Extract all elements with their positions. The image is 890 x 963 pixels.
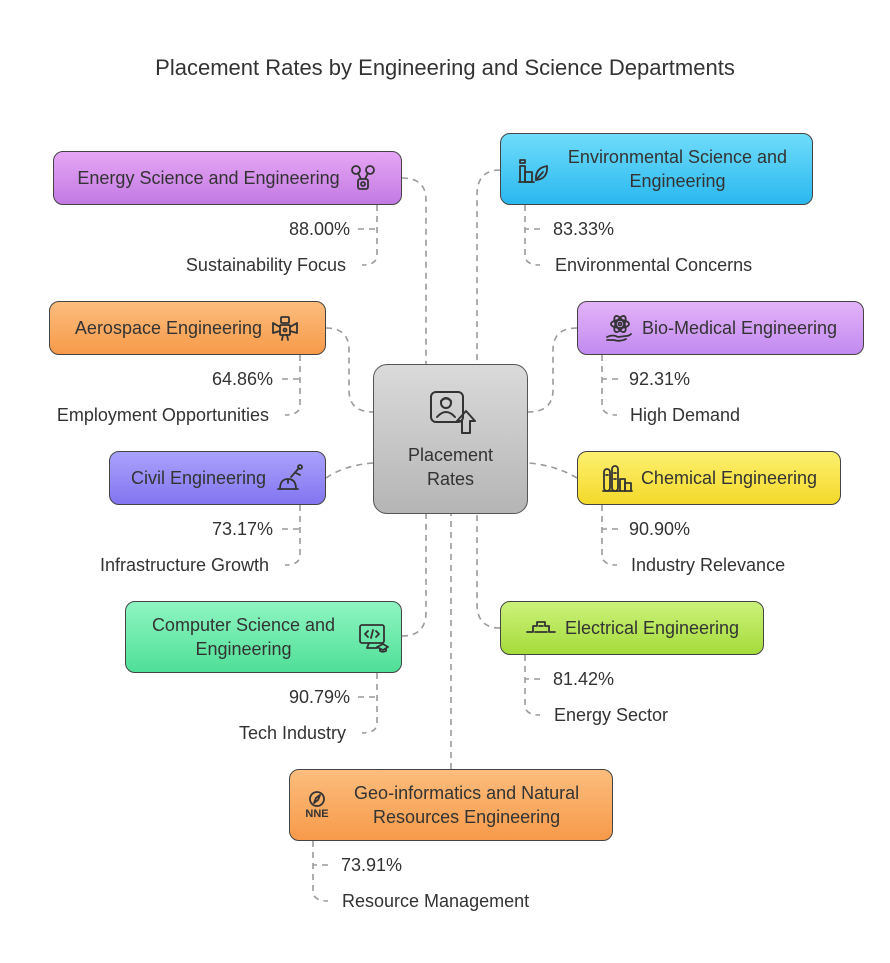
dept-rate: 92.31% — [629, 369, 691, 389]
dept-rate: 90.90% — [629, 519, 691, 539]
nne-icon-text: NNE — [305, 808, 329, 820]
dept-note: Resource Management — [342, 891, 530, 911]
dept-label: Environmental Science and Engineering — [567, 147, 788, 191]
dept-label: Bio-Medical Engineering — [641, 318, 838, 338]
profile-upload-icon — [426, 387, 476, 443]
dept-label: Aerospace Engineering — [74, 318, 263, 338]
dept-environmental-science: Environmental Science and Engineering — [500, 133, 813, 205]
dept-label: Civil Engineering — [130, 468, 267, 488]
dept-label: Electrical Engineering — [564, 618, 740, 638]
dept-label: Geo-informatics and Natural Resources En… — [354, 783, 580, 827]
dept-computer-science: Computer Science and Engineering — [125, 601, 402, 673]
nne-compass-icon: NNE — [305, 790, 329, 820]
satellite-icon — [270, 313, 300, 343]
center-label-line1: Placement — [407, 445, 494, 465]
dept-rate: 90.79% — [288, 687, 350, 707]
dept-note: Employment Opportunities — [56, 405, 269, 425]
code-screen-icon — [357, 621, 389, 653]
dept-rate: 83.33% — [553, 219, 615, 239]
dept-rate: 73.17% — [211, 519, 273, 539]
dept-note: High Demand — [630, 405, 741, 425]
dept-biomedical: Bio-Medical Engineering — [577, 301, 864, 355]
dept-note: Sustainability Focus — [185, 255, 346, 275]
circuit-icon — [525, 616, 557, 640]
dept-rate: 64.86% — [211, 369, 273, 389]
dept-electrical: Electrical Engineering — [500, 601, 764, 655]
center-node: Placement Rates — [373, 364, 528, 514]
crane-helmet-icon — [274, 463, 304, 493]
center-label-line2: Rates — [426, 469, 475, 489]
dept-rate: 73.91% — [341, 855, 403, 875]
atom-hand-icon — [604, 313, 634, 343]
dept-note: Industry Relevance — [631, 555, 786, 575]
dept-note: Environmental Concerns — [555, 255, 753, 275]
diagram-title: Placement Rates by Engineering and Scien… — [155, 55, 735, 80]
dept-aerospace: Aerospace Engineering — [49, 301, 326, 355]
dept-note: Tech Industry — [238, 723, 346, 743]
dept-label: Energy Science and Engineering — [77, 168, 340, 188]
dept-rate: 81.42% — [553, 669, 615, 689]
dept-note: Energy Sector — [554, 705, 669, 725]
dept-label: Computer Science and Engineering — [151, 615, 336, 659]
dept-note: Infrastructure Growth — [99, 555, 269, 575]
dept-rate: 88.00% — [288, 219, 350, 239]
dept-civil: Civil Engineering — [109, 451, 326, 505]
dept-geo-informatics: NNE Geo-informatics and Natural Resource… — [289, 769, 613, 841]
engine-icon — [348, 163, 378, 193]
dept-energy-science: Energy Science and Engineering — [53, 151, 402, 205]
eco-factory-icon — [516, 152, 550, 186]
dept-chemical: Chemical Engineering — [577, 451, 841, 505]
dept-label: Chemical Engineering — [640, 468, 818, 488]
chemical-plant-icon — [601, 463, 633, 493]
